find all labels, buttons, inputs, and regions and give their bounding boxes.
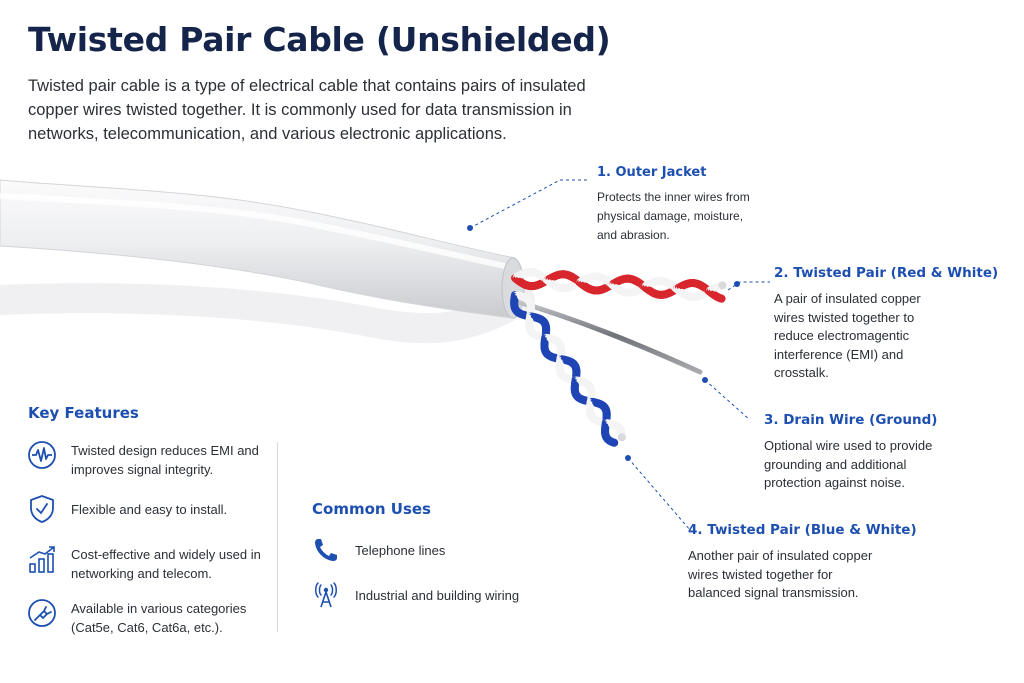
feature-item: Twisted design reduces EMI and improves …	[27, 440, 271, 479]
callout-red-white-pair: 2. Twisted Pair (Red & White) A pair of …	[774, 265, 998, 383]
callout-drain-wire: 3. Drain Wire (Ground) Optional wire use…	[764, 412, 937, 493]
red-white-twisted-pair	[511, 268, 727, 303]
cable-plug-icon	[28, 599, 56, 627]
wire-tip	[617, 433, 626, 442]
callout-blue-white-pair: 4. Twisted Pair (Blue & White) Another p…	[688, 522, 917, 603]
feature-item: Cost-effective and widely used in networ…	[27, 544, 271, 583]
callout-text: Optional wire used to provide grounding …	[764, 438, 933, 490]
antenna-tower-icon	[315, 582, 337, 608]
callout-title: 4. Twisted Pair (Blue & White)	[688, 522, 917, 538]
wire-tip	[717, 294, 726, 303]
intro-paragraph: Twisted pair cable is a type of electric…	[28, 77, 586, 143]
use-item: Telephone lines	[312, 536, 445, 564]
callout-title: 1. Outer Jacket	[597, 165, 707, 180]
feature-text: Flexible and easy to install.	[71, 502, 228, 517]
use-text: Industrial and building wiring	[355, 587, 520, 603]
wire-tip	[718, 281, 727, 290]
use-text: Telephone lines	[355, 542, 446, 558]
bar-chart-growth-icon	[29, 546, 55, 573]
leader-line-1	[469, 179, 590, 229]
callout-text: Protects the inner wires from physical d…	[597, 190, 750, 242]
shield-check-icon	[30, 495, 54, 523]
callout-title: 3. Drain Wire (Ground)	[764, 412, 938, 428]
feature-text: Available in various categories (Cat5e, …	[71, 601, 247, 635]
leader-dot-4	[625, 455, 631, 461]
leader-dot-3	[702, 377, 708, 383]
leader-line-4	[627, 457, 691, 531]
leader-dot-1	[467, 225, 473, 231]
drain-wire	[509, 297, 703, 375]
section-divider	[277, 442, 278, 632]
feature-item: Flexible and easy to install.	[27, 494, 271, 524]
leader-line-3	[704, 379, 751, 421]
signal-wave-icon	[28, 441, 56, 469]
blue-white-twisted-pair	[510, 291, 626, 447]
key-features-heading: Key Features	[28, 404, 139, 422]
leader-dot-2	[734, 281, 740, 287]
telephone-icon	[315, 539, 337, 561]
callout-title: 2. Twisted Pair (Red & White)	[774, 265, 999, 281]
cable-shadow	[0, 283, 535, 344]
jacket-highlight	[0, 193, 506, 269]
use-item: Industrial and building wiring	[312, 581, 519, 609]
common-uses-heading: Common Uses	[312, 500, 431, 518]
feature-text: Cost-effective and widely used in networ…	[71, 547, 261, 581]
wire-tip	[610, 438, 619, 447]
page-title: Twisted Pair Cable (Unshielded)	[28, 20, 611, 59]
feature-text: Twisted design reduces EMI and improves …	[71, 443, 259, 477]
leader-line-2	[727, 281, 770, 291]
callout-outer-jacket: 1. Outer Jacket Protects the inner wires…	[597, 165, 750, 245]
callout-text: Another pair of insulated copper wires t…	[688, 548, 873, 600]
callout-text: A pair of insulated copper wires twisted…	[774, 291, 921, 380]
feature-item: Available in various categories (Cat5e, …	[27, 598, 271, 637]
